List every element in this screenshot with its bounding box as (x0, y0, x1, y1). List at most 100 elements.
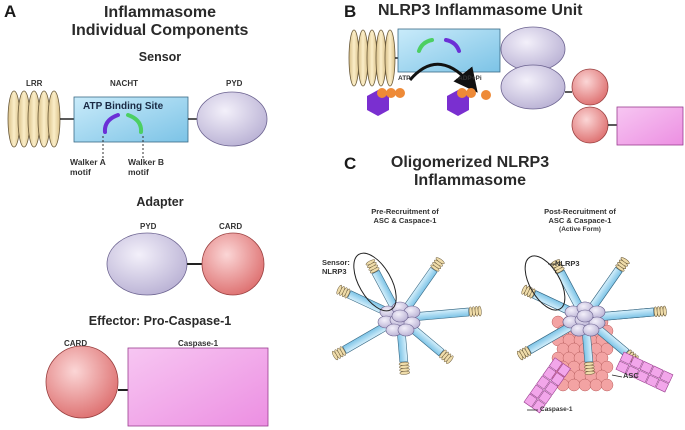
adp-label: ADP+Pi (458, 75, 482, 82)
nlrp3-arm-1 (589, 257, 630, 310)
sensor-highlight-ellipse (353, 252, 397, 312)
sensor-line2: NLRP3 (322, 267, 347, 276)
lrr-repeat (336, 284, 343, 295)
oligomer-post (516, 255, 674, 414)
post-line1: Post-Recruitment of (544, 207, 616, 216)
asc-filament-blob (589, 378, 603, 392)
lrr-repeat (331, 350, 339, 361)
pi-phosphate (481, 90, 491, 100)
effector-heading: Effector: Pro-Caspase-1 (88, 314, 232, 328)
caspase-unit (536, 375, 551, 390)
lrr-repeat (399, 370, 411, 375)
nlrp3-arm-5 (331, 321, 391, 361)
lrr-repeat (365, 259, 376, 266)
nacht-rod (413, 307, 470, 322)
atp-phosphate-2 (386, 88, 396, 98)
sensor-nacht-domain (73, 96, 189, 143)
nacht-rod (556, 269, 583, 308)
unit-walker-a (444, 38, 461, 53)
adp-phosphate-1 (457, 88, 467, 98)
adapter-pyd-label: PYD (140, 222, 157, 231)
asc-filament-blob (578, 378, 592, 392)
atp-phosphate-3 (395, 88, 405, 98)
walker-a-line1: Walker A (70, 157, 106, 167)
unit-nacht-domain (397, 28, 501, 73)
lrr-repeat (620, 257, 630, 265)
pre-line1: Pre-Recruitment of (371, 207, 439, 216)
nlrp3-arm-2 (413, 305, 482, 322)
panel-c-title-line2: Inflammasome (413, 172, 527, 189)
lrr-repeat (435, 257, 445, 265)
panel-c-title-line1: Oligomerized NLRP3 (390, 154, 550, 171)
lrr-repeat (446, 355, 454, 364)
nlrp3-arm-6 (336, 284, 390, 317)
adapter-card-label: CARD (219, 222, 243, 231)
caspase-unit (538, 390, 553, 405)
caspase-unit (550, 372, 565, 387)
pyd-core-blob (576, 309, 594, 323)
caspase-unit (529, 384, 544, 399)
atp-phosphate-1 (377, 88, 387, 98)
nlrp3-arm-0 (365, 259, 398, 308)
unit-walker-b (417, 38, 434, 53)
walker-b-motif-shape (126, 113, 144, 134)
panel-a-title-line1: Inflammasome (103, 4, 217, 21)
nacht-rod (404, 266, 438, 310)
walker-b-line2: motif (128, 167, 149, 177)
walker-a-line2: motif (70, 167, 91, 177)
caspase-unit (629, 356, 644, 370)
lrr-repeat (662, 305, 667, 317)
unit-pyd-upper (500, 26, 566, 72)
caspase-unit (548, 357, 563, 372)
atp-hydrolysis-arrow (408, 62, 478, 93)
pyd-core-blob (397, 323, 415, 337)
lrr-repeat (584, 370, 596, 375)
post-nlrp3-label: NLRP3 (555, 259, 580, 268)
pyd-label: PYD (226, 79, 243, 88)
caspase-chain-left (523, 357, 571, 414)
caspase-unit (544, 381, 559, 396)
adapter-heading: Adapter (136, 195, 184, 209)
caspase-unit (635, 369, 650, 384)
pre-recruitment-label: Pre-Recruitment of ASC & Caspace-1 (355, 207, 455, 225)
effector-caspase-domain (127, 347, 269, 427)
sensor-pyd-domain (196, 91, 268, 147)
asc-filament-blob (567, 378, 581, 392)
asc-pointer (611, 374, 623, 378)
asc-label: ASC (623, 371, 639, 380)
caspase-unit (619, 351, 634, 365)
effector-card-domain (45, 345, 119, 419)
sensor-nlrp3-label: Sensor: NLRP3 (322, 258, 350, 276)
caspase-unit (645, 374, 660, 388)
post-recruitment-label: Post-Recruitment of ASC & Caspace-1 (Act… (525, 207, 635, 234)
panel-c-title: Oligomerized NLRP3 Inflammasome (380, 154, 560, 190)
adp-phosphate-2 (466, 88, 476, 98)
panel-b (348, 26, 684, 146)
nlrp3-arm-4 (396, 331, 411, 375)
nacht-rod (598, 307, 655, 322)
caspase-label: Caspase-1 (540, 406, 573, 413)
lrr-label: LRR (26, 79, 43, 88)
nlrp3-arm-2 (598, 305, 667, 322)
walker-a-label: Walker A motif (70, 157, 106, 177)
caspase-unit (639, 360, 654, 375)
caspase-unit (615, 360, 630, 374)
panel-b-letter: B (344, 2, 357, 21)
sensor-heading: Sensor (138, 50, 182, 64)
unit-pyd-lower (500, 64, 566, 110)
caspase-unit (523, 393, 538, 408)
nlrp3-arm-0 (550, 259, 583, 308)
nlrp3-arm-4 (581, 331, 596, 375)
oligomer-pre (331, 252, 482, 375)
unit-card-lower (571, 106, 609, 144)
nacht-label: NACHT (110, 79, 138, 88)
panel-c (331, 252, 674, 414)
effector-card-label: CARD (64, 339, 88, 348)
walker-a-motif-shape (102, 113, 120, 134)
caspase-unit (542, 366, 557, 381)
atp-label: ATP (398, 75, 411, 82)
caspase-unit (557, 363, 571, 378)
caspase-unit (655, 379, 670, 393)
nacht-rod (371, 269, 398, 308)
post-line3: (Active Form) (559, 226, 601, 233)
